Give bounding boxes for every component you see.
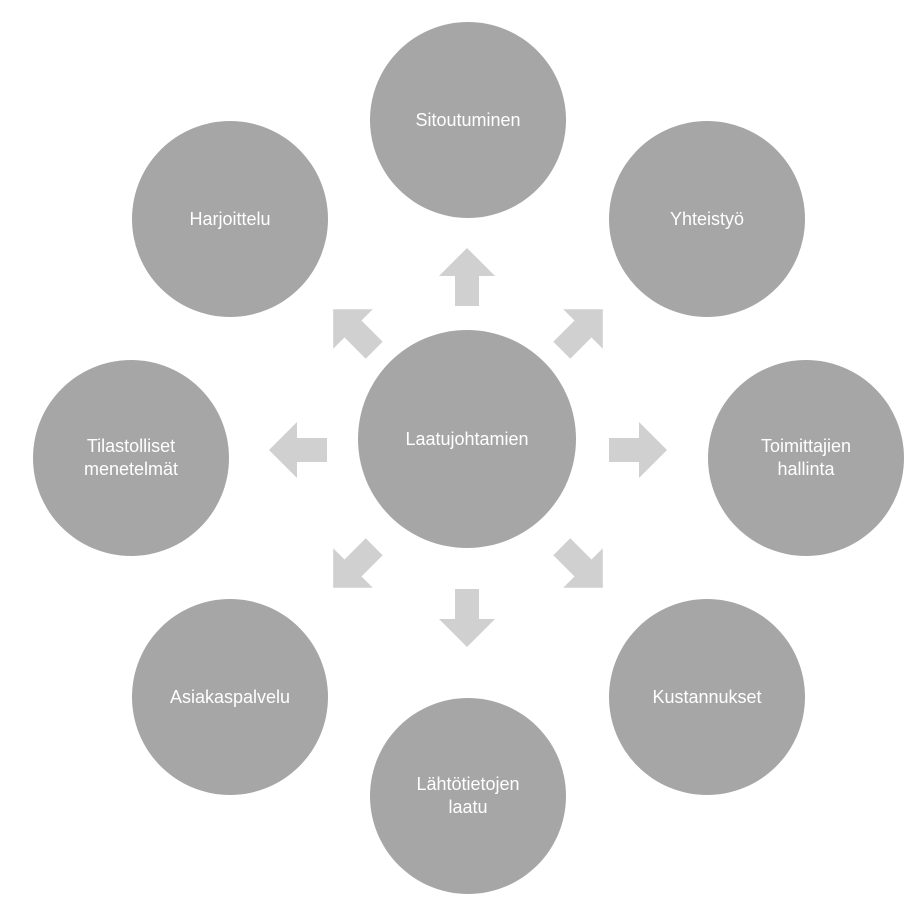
node-harjoittelu: Harjoittelu bbox=[132, 121, 328, 317]
node-label: Asiakaspalvelu bbox=[169, 686, 291, 707]
arrow-to-harjoittelu bbox=[333, 309, 383, 359]
node-toimittajien-hallinta: Toimittajien hallinta bbox=[708, 360, 904, 556]
center-node: Laatujohtamien bbox=[358, 330, 576, 548]
arrow-to-sitoutuminen bbox=[439, 248, 495, 306]
arrow-to-kustannukset bbox=[553, 538, 603, 588]
node-tilastolliset-menetelmat: Tilastolliset menetelmät bbox=[33, 360, 229, 556]
node-kustannukset: Kustannukset bbox=[609, 599, 805, 795]
node-label: Tilastolliset menetelmät bbox=[83, 436, 179, 479]
node-asiakaspalvelu: Asiakaspalvelu bbox=[132, 599, 328, 795]
arrow-to-lahtotietojen-laatu bbox=[439, 589, 495, 647]
arrow-to-tilastolliset-menetelmat bbox=[269, 422, 327, 478]
node-label: Toimittajien hallinta bbox=[760, 436, 852, 479]
node-label: Kustannukset bbox=[652, 686, 762, 707]
node-label: Harjoittelu bbox=[189, 208, 271, 229]
arrow-to-yhteistyo bbox=[553, 309, 603, 359]
node-label: Yhteistyö bbox=[669, 208, 745, 229]
center-node-label: Laatujohtamien bbox=[405, 428, 529, 449]
node-sitoutuminen: Sitoutuminen bbox=[370, 22, 566, 218]
node-label: Lähtötietojen laatu bbox=[416, 774, 520, 817]
arrow-to-asiakaspalvelu bbox=[333, 538, 383, 588]
arrow-to-toimittajien-hallinta bbox=[609, 422, 667, 478]
node-lahtotietojen-laatu: Lähtötietojen laatu bbox=[370, 698, 566, 894]
node-yhteistyo: Yhteistyö bbox=[609, 121, 805, 317]
node-label: Sitoutuminen bbox=[415, 109, 521, 130]
